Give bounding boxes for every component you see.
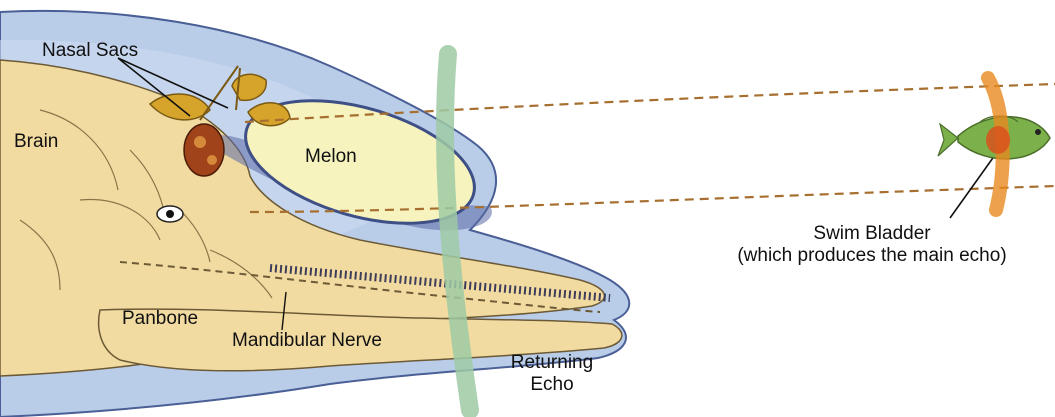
phonic-lips xyxy=(183,123,225,177)
mandibular-nerve xyxy=(119,261,601,313)
returning-echo-label-line1: Returning xyxy=(510,352,594,373)
swim-bladder-label-line2: (which produces the main echo) xyxy=(737,244,1007,266)
returning-echo-wave xyxy=(435,45,479,417)
returning-echo-label: Returning Echo xyxy=(500,352,604,396)
brain-label: Brain xyxy=(14,131,59,152)
lower-jaw xyxy=(97,308,623,372)
leader-swim-bladder xyxy=(949,147,1001,219)
leader-mandibular xyxy=(281,291,287,331)
pupil xyxy=(166,210,174,218)
leader-nasal-sacs xyxy=(117,57,229,117)
mandibular-nerve-label: Mandibular Nerve xyxy=(232,330,382,351)
nasal-sacs-label: Nasal Sacs xyxy=(42,40,139,61)
nasal-sacs xyxy=(148,65,291,127)
returning-echo-label-line2: Echo xyxy=(530,373,574,395)
swim-bladder-core xyxy=(986,126,1010,154)
melon xyxy=(244,99,476,225)
melon-label: Melon xyxy=(305,146,357,167)
sound-beam-upper xyxy=(244,82,1055,124)
phonic-lips-detail xyxy=(194,136,206,148)
sound-beam-lower xyxy=(249,184,1055,214)
skull-detail xyxy=(19,109,273,299)
swim-bladder-label: Swim Bladder (which produces the main ec… xyxy=(700,223,1044,267)
panbone-label: Panbone xyxy=(122,308,199,329)
swim-bladder-label-line1: Swim Bladder xyxy=(813,223,931,244)
phonic-lips-detail xyxy=(207,155,217,165)
teeth-row xyxy=(269,264,611,302)
